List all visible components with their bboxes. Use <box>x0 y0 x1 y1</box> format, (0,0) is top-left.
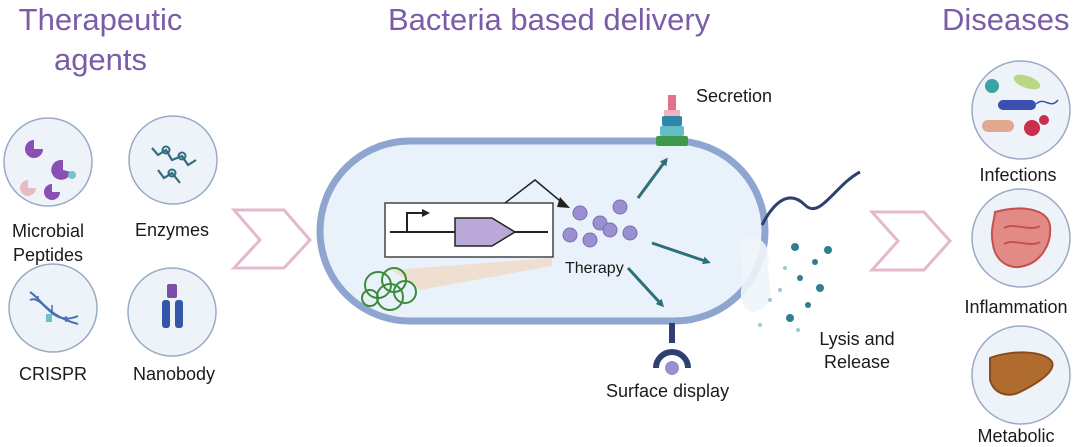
label-nanobody: Nanobody <box>132 364 216 384</box>
arrow-to-lysis <box>651 241 711 265</box>
header-therapeutic-line2: agents <box>53 42 148 77</box>
chevron-arrow-right <box>868 210 953 272</box>
inflammation-icon <box>971 188 1071 288</box>
therapy-molecules <box>562 199 638 248</box>
label-crispr: CRISPR <box>18 364 88 384</box>
enzymes-icon <box>128 115 218 205</box>
label-enzymes: Enzymes <box>134 220 210 240</box>
plasmid-icon <box>361 267 417 311</box>
header-diseases: Diseases <box>942 2 1070 37</box>
infections-icon <box>971 60 1071 160</box>
label-lysis-line1: Lysis and <box>819 329 895 349</box>
label-therapy: Therapy <box>565 260 624 277</box>
label-surface-display: Surface display <box>606 381 730 401</box>
arrow-to-secretion <box>636 157 668 199</box>
label-microbial-peptides: Microbial Peptides <box>12 219 84 267</box>
chevron-arrow-left <box>230 208 313 270</box>
arrow-to-surface <box>626 266 665 308</box>
label-metabolic: Metabolic <box>977 426 1055 446</box>
secretion-pump-icon <box>656 95 688 146</box>
gene-cds <box>454 217 517 247</box>
label-microbial-line1: Microbial <box>11 221 85 241</box>
label-infections: Infections <box>979 165 1057 185</box>
microbial-peptides-icon <box>3 117 93 207</box>
crispr-icon <box>8 263 98 353</box>
label-secretion: Secretion <box>696 86 773 106</box>
metabolic-icon <box>971 325 1071 425</box>
header-therapeutic-agents: Therapeutic agents <box>8 2 193 78</box>
label-lysis-line2: Release <box>823 352 891 372</box>
header-therapeutic-line1: Therapeutic <box>18 2 183 37</box>
label-lysis-release: Lysis and Release <box>819 328 894 374</box>
nanobody-icon <box>127 267 217 357</box>
label-microbial-line2: Peptides <box>12 245 84 265</box>
surface-display-icon <box>653 323 691 375</box>
release-particles <box>758 243 832 332</box>
header-bacteria-delivery: Bacteria based delivery <box>388 2 711 37</box>
flagellum <box>760 170 861 226</box>
label-inflammation: Inflammation <box>964 297 1068 317</box>
